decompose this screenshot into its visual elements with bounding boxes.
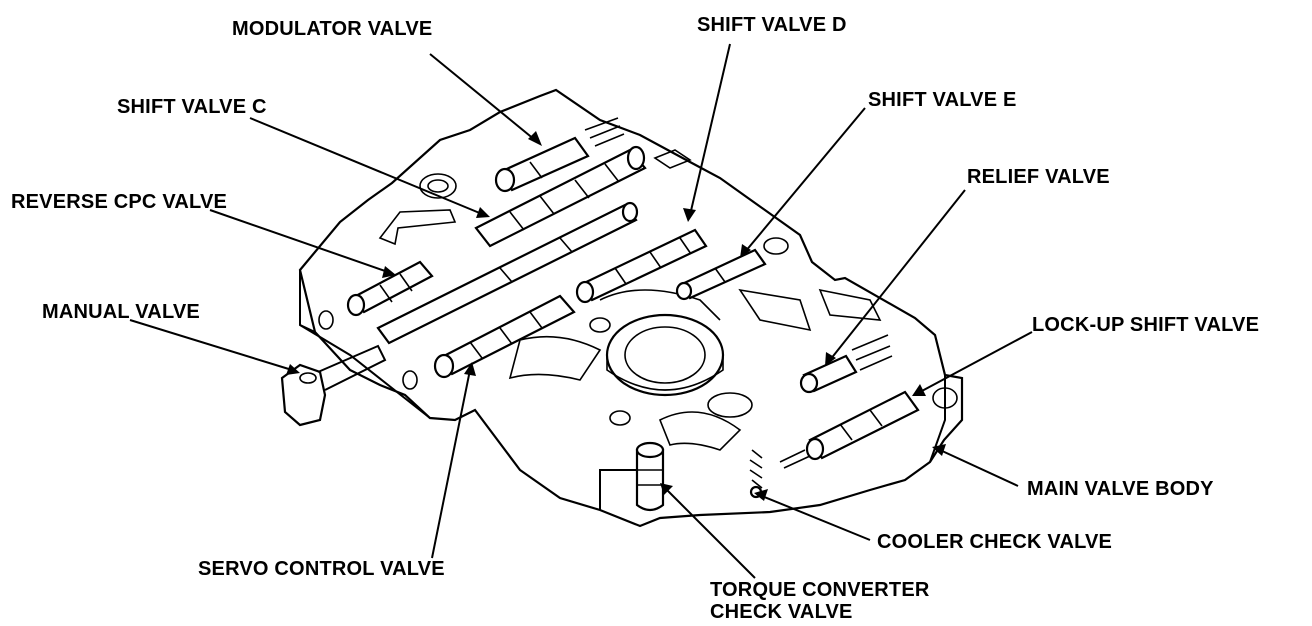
label-cooler-check-valve: COOLER CHECK VALVE	[877, 531, 1113, 553]
label-manual-valve: MANUAL VALVE	[42, 301, 200, 323]
label-shift-valve-c: SHIFT VALVE C	[117, 96, 267, 118]
leader-lines	[129, 43, 1033, 579]
valve-body-plate	[298, 88, 964, 528]
label-main-valve-body: MAIN VALVE BODY	[1027, 478, 1214, 500]
label-servo-control-valve: SERVO CONTROL VALVE	[198, 558, 445, 580]
label-reverse-cpc-valve: REVERSE CPC VALVE	[11, 191, 228, 213]
reverse-cpc-spool	[346, 260, 434, 317]
label-shift-valve-d: SHIFT VALVE D	[697, 14, 847, 36]
label-modulator-valve: MODULATOR VALVE	[232, 18, 433, 40]
arrowheads	[286, 131, 946, 501]
label-shift-valve-e: SHIFT VALVE E	[868, 89, 1017, 111]
label-torque-converter-line1: TORQUE CONVERTER	[710, 579, 930, 601]
label-torque-converter-line2: CHECK VALVE	[710, 601, 853, 623]
label-lock-up-shift-valve: LOCK-UP SHIFT VALVE	[1032, 314, 1260, 336]
label-relief-valve: RELIEF VALVE	[967, 166, 1110, 188]
